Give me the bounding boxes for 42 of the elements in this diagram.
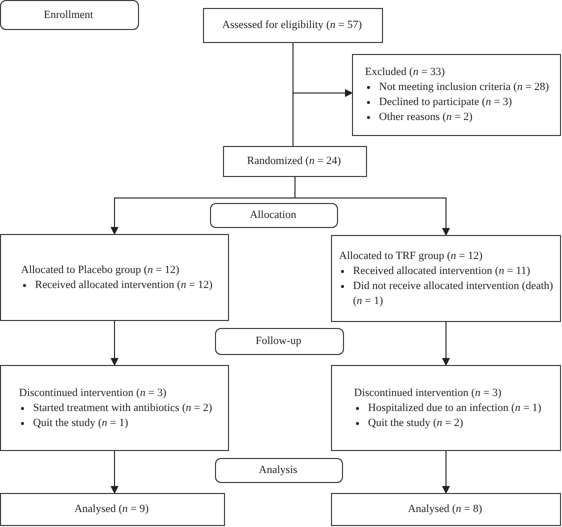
arrow: [442, 322, 450, 366]
box-text: Allocated to TRF group (n = 12): [339, 248, 482, 264]
process-box: [331, 235, 561, 322]
bullet-item: Received allocated intervention (n = 12): [21, 278, 213, 292]
box-text: Discontinued intervention (n = 3): [354, 386, 502, 400]
process-box: [352, 54, 561, 136]
stage-label-box: [215, 458, 343, 483]
bullet-item: Other reasons (n = 2): [365, 110, 473, 125]
bullet-item: Started treatment with antibiotics (n = 2): [19, 400, 212, 416]
box-text: Analysed (n = 8): [408, 502, 482, 517]
box-text: Assessed for eligibility (n = 57): [222, 18, 362, 33]
box-text: Allocation: [250, 208, 296, 223]
bullet-item: Hospitalized due to an infection (n = 1): [354, 400, 542, 416]
process-box: [223, 146, 367, 177]
box-text: Allocated to Placebo group (n = 12): [21, 262, 180, 278]
bullet-item: Declined to participate (n = 3): [365, 95, 512, 110]
box-text: Enrollment: [44, 8, 94, 22]
box-text: Excluded (n = 33): [365, 65, 445, 80]
arrow: [110, 320, 118, 366]
arrow: [442, 450, 450, 494]
process-box: [331, 365, 561, 451]
arrow: [292, 42, 353, 97]
bullet-item: Did not receive allocated intervention (death) (n = 1): [339, 278, 558, 308]
process-box: [203, 8, 383, 43]
arrow: [110, 450, 118, 494]
bullet-item: Quit the study (n = 1): [19, 416, 128, 430]
stage-label-box: [215, 328, 344, 355]
arrow: [294, 176, 450, 236]
process-box: [0, 493, 225, 526]
bullet-item: Received allocated intervention (n = 11): [339, 264, 530, 278]
process-box: [0, 234, 229, 321]
box-text: Analysis: [258, 463, 298, 478]
stage-label-box: [0, 0, 139, 30]
bullet-item: Quit the study (n = 2): [354, 416, 464, 430]
process-box: [0, 365, 229, 451]
bullet-item: Not meeting inclusion criteria (n = 28): [365, 80, 549, 95]
stage-label-box: [210, 203, 338, 228]
box-text: Analysed (n = 9): [74, 502, 149, 517]
box-text: Randomized (n = 24): [247, 154, 341, 169]
process-box: [331, 493, 561, 526]
box-text: Follow-up: [256, 334, 302, 349]
box-text: Discontinued intervention (n = 3): [19, 386, 166, 400]
